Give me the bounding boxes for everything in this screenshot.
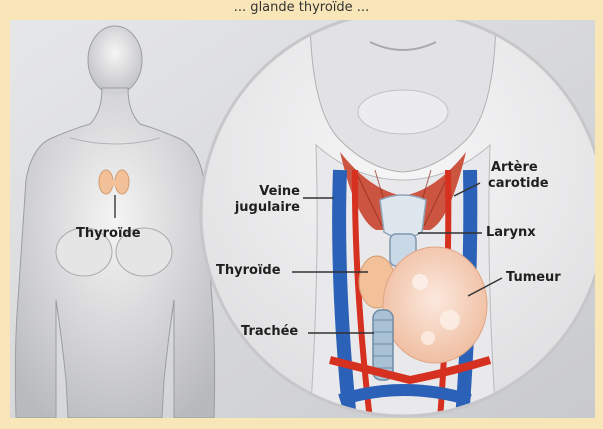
larynx-label: Larynx: [486, 225, 536, 240]
tumor-label: Tumeur: [506, 270, 561, 285]
thyroid-label: Thyroïde: [216, 263, 281, 278]
carotid-label-line1: Artère: [491, 160, 538, 175]
anatomy-illustration: [10, 20, 595, 418]
trachea-label: Trachée: [241, 324, 298, 339]
illustration-panel: Thyroïde Veine jugulaire Thyroïde Traché…: [10, 20, 595, 418]
zoom-circle: [201, 20, 595, 418]
carotid-label-line2: carotide: [488, 176, 549, 191]
jugular-label-line2: jugulaire: [232, 200, 300, 215]
caption-text: ... glande thyroïde ...: [0, 0, 603, 20]
jugular-label-line1: Veine: [232, 184, 300, 199]
body-thyroid-label: Thyroïde: [76, 226, 141, 241]
